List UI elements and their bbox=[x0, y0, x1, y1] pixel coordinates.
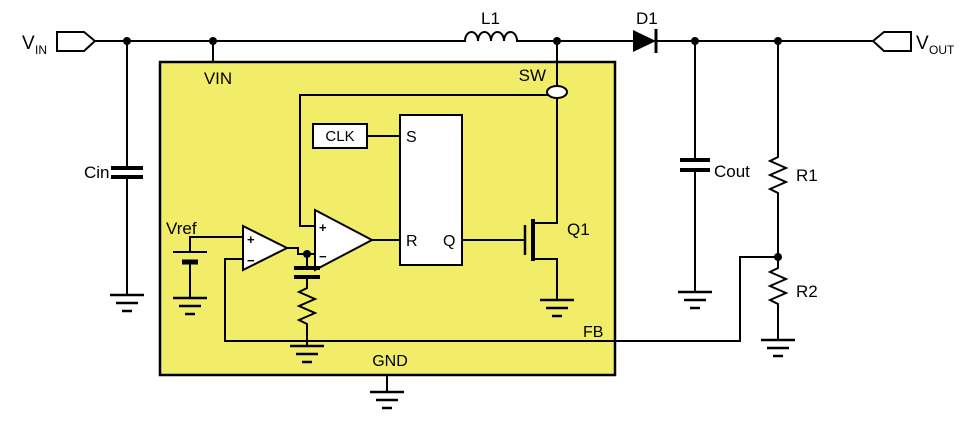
sw-pin-label: SW bbox=[519, 66, 546, 85]
comparator-pwm: + − bbox=[314, 208, 375, 272]
r2-zigzag bbox=[767, 256, 789, 341]
latch-r-label: R bbox=[406, 233, 418, 250]
clk-block: CLK bbox=[312, 123, 401, 149]
junction-dot bbox=[691, 37, 699, 45]
capacitor-cin: Cin bbox=[84, 40, 144, 313]
comp2-minus-sign: − bbox=[319, 249, 327, 264]
ground-symbol-comp bbox=[290, 344, 324, 364]
fb-net: FB bbox=[224, 256, 779, 342]
r1-zigzag bbox=[767, 40, 789, 258]
vout-port-label-sub: OUT bbox=[929, 43, 955, 57]
diode-triangle bbox=[633, 30, 656, 52]
clk-box bbox=[312, 123, 368, 149]
ground-symbol-vref bbox=[173, 296, 207, 316]
junction-dots bbox=[123, 37, 782, 261]
ic-pin-sw: SW bbox=[299, 40, 568, 227]
comp2-plus-sign: + bbox=[319, 220, 327, 235]
inductor-coil bbox=[463, 31, 519, 43]
vout-port-label: V bbox=[916, 33, 929, 54]
ic-body bbox=[158, 60, 617, 377]
clk-label: CLK bbox=[325, 128, 354, 145]
ground-symbol-ic bbox=[370, 390, 404, 410]
junction-dot bbox=[774, 37, 782, 45]
vout-port-tag bbox=[871, 31, 912, 52]
latch-s-label: S bbox=[406, 129, 417, 146]
fb-pin-label: FB bbox=[583, 324, 603, 341]
vin-port-label-sub: IN bbox=[35, 43, 47, 57]
port-vout: V OUT bbox=[871, 31, 955, 57]
inductor-label: L1 bbox=[481, 9, 500, 28]
cin-label: Cin bbox=[84, 163, 110, 182]
junction-dot bbox=[553, 37, 561, 45]
vin-pin-label: VIN bbox=[204, 69, 232, 88]
r1-label: R1 bbox=[796, 166, 818, 185]
wire-feedback bbox=[224, 256, 779, 342]
resistor-r2: R2 bbox=[761, 256, 818, 358]
q1-label: Q1 bbox=[567, 220, 590, 239]
vin-port-tag bbox=[56, 31, 97, 52]
inductor-l1: L1 bbox=[463, 9, 519, 43]
comp1-triangle bbox=[242, 224, 290, 272]
vref-source: Vref bbox=[166, 219, 207, 316]
comp2-triangle bbox=[314, 208, 375, 272]
diode-d1: D1 bbox=[633, 9, 658, 53]
comp1-plus-sign: + bbox=[247, 232, 255, 247]
gnd-pin-label: GND bbox=[372, 353, 408, 370]
ic-pin-gnd: GND bbox=[370, 353, 408, 410]
ground-symbol-r2 bbox=[761, 338, 795, 358]
r2-label: R2 bbox=[796, 282, 818, 301]
sr-latch: S R Q bbox=[371, 114, 526, 266]
cout-label: Cout bbox=[714, 162, 750, 181]
vin-port-label: V bbox=[22, 33, 35, 54]
ground-symbol-q1 bbox=[540, 298, 574, 318]
comp1-minus-sign: − bbox=[247, 253, 255, 268]
vref-label: Vref bbox=[166, 219, 197, 238]
sw-pin-oval bbox=[546, 85, 568, 99]
port-vin: V IN bbox=[22, 31, 97, 57]
capacitor-cout: Cout bbox=[678, 40, 750, 310]
ground-symbol-cout bbox=[678, 290, 712, 310]
comp-resistor-zigzag bbox=[296, 276, 318, 347]
latch-q-label: Q bbox=[443, 233, 455, 250]
diode-label: D1 bbox=[636, 9, 658, 28]
junction-dot bbox=[303, 250, 311, 258]
junction-dot bbox=[774, 253, 782, 261]
resistor-r1: R1 bbox=[767, 40, 818, 258]
mosfet-q1: Q1 bbox=[523, 219, 590, 318]
junction-dot bbox=[209, 37, 217, 45]
latch-box bbox=[399, 114, 463, 266]
ground-symbol-cin bbox=[110, 293, 144, 313]
junction-dot bbox=[123, 37, 131, 45]
